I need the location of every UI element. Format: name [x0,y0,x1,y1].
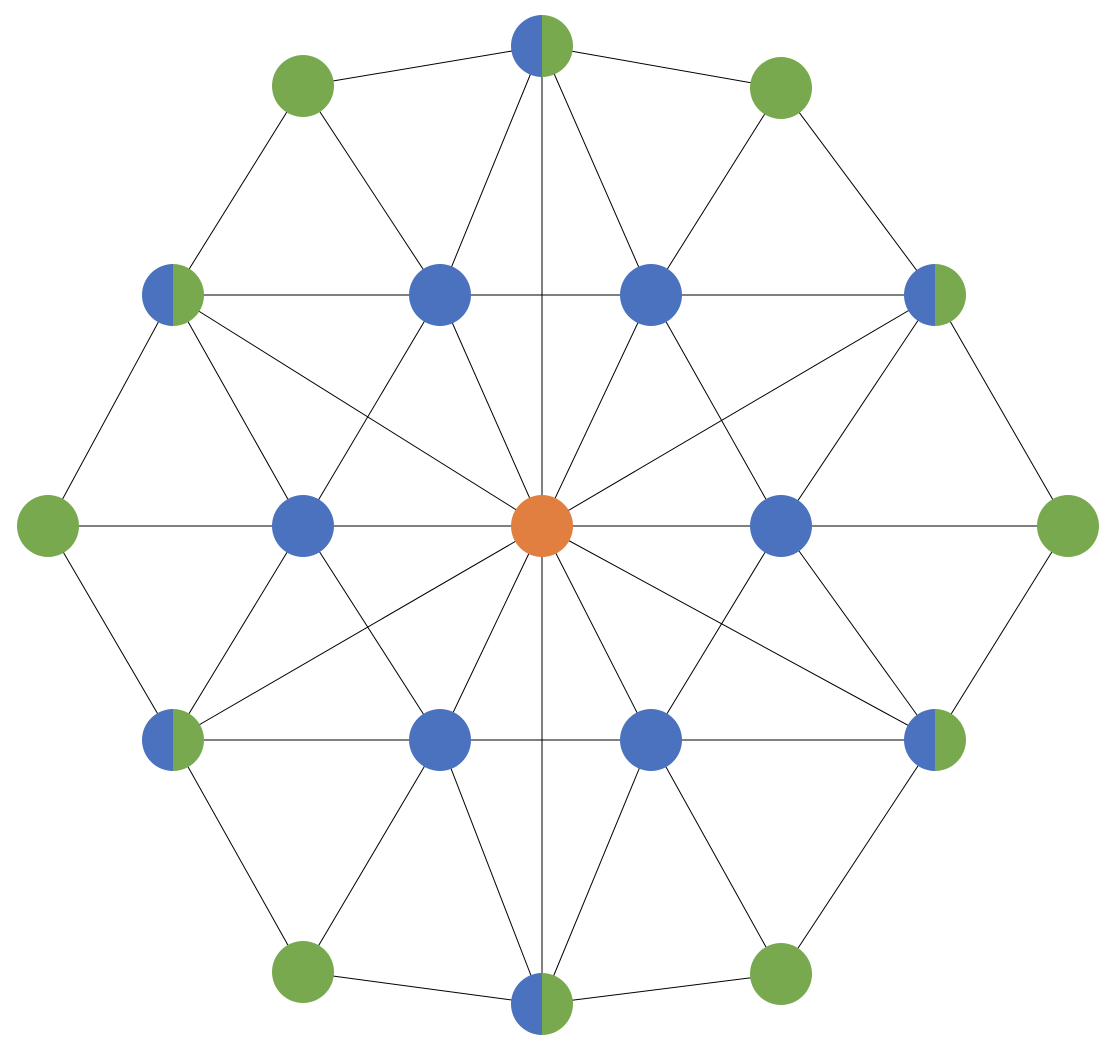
node-center-circle [511,495,573,557]
edge-outer-bottom-right-to-inner-lower-right [650,739,782,975]
node-lower-left-green-half [173,709,204,771]
node-inner-lower-right [620,709,682,771]
edge-outer-left-to-lower-left [47,525,174,741]
node-inner-upper-left-circle [409,264,471,326]
node-top-green-half [542,15,573,77]
node-outer-right-circle [1037,495,1099,557]
edge-lower-right-to-center [541,525,936,741]
node-outer-top-left-circle [272,55,334,117]
edge-outer-bottom-left-to-lower-left [172,739,304,973]
node-outer-bottom-right-circle [750,943,812,1005]
edge-lower-left-to-center [172,525,543,741]
edge-inner-right-to-lower-right [780,525,936,741]
edge-outer-top-right-to-top [541,45,782,89]
edge-inner-right-to-inner-lower-right [650,525,782,741]
node-lower-right [904,709,966,771]
node-inner-lower-left-circle [409,709,471,771]
edge-inner-right-to-upper-right [780,294,936,527]
edge-top-to-inner-upper-right [541,45,652,296]
node-inner-left [272,495,334,557]
node-inner-left-circle [272,495,334,557]
edge-bottom-to-inner-lower-left [439,739,543,1005]
edge-outer-left-to-upper-left [47,294,174,527]
node-inner-upper-right [620,264,682,326]
edge-outer-top-right-to-upper-right [780,87,936,296]
node-upper-right-blue-half [904,264,935,326]
node-top [511,15,573,77]
node-layer [17,15,1099,1035]
node-inner-lower-right-circle [620,709,682,771]
node-bottom-blue-half [511,973,542,1035]
node-inner-right-circle [750,495,812,557]
edge-inner-left-to-upper-left [172,294,304,527]
node-outer-top-right-circle [750,57,812,119]
edge-inner-upper-right-to-center [541,294,652,527]
node-upper-right-green-half [935,264,966,326]
node-center [511,495,573,557]
edge-outer-top-left-to-upper-left [172,85,304,296]
edge-outer-bottom-left-to-bottom [302,971,543,1005]
node-upper-left-green-half [173,264,204,326]
node-upper-left-blue-half [142,264,173,326]
node-lower-left [142,709,204,771]
node-upper-left [142,264,204,326]
edge-outer-top-left-to-inner-upper-left [302,85,441,296]
edge-outer-bottom-right-to-lower-right [780,739,936,975]
edge-outer-bottom-left-to-inner-lower-left [302,739,441,973]
edge-upper-right-to-center [541,294,936,527]
node-outer-right [1037,495,1099,557]
edge-outer-top-left-to-top [302,45,543,87]
node-inner-upper-right-circle [620,264,682,326]
edge-outer-bottom-right-to-bottom [541,973,782,1005]
node-inner-lower-left [409,709,471,771]
node-inner-upper-left [409,264,471,326]
node-outer-bottom-left [272,941,334,1003]
node-lower-left-blue-half [142,709,173,771]
node-upper-right [904,264,966,326]
edge-upper-left-to-center [172,294,543,527]
node-bottom-green-half [542,973,573,1035]
node-outer-left [17,495,79,557]
edge-outer-right-to-upper-right [934,294,1069,527]
node-outer-top-right [750,57,812,119]
edge-bottom-to-inner-lower-right [541,739,652,1005]
node-bottom [511,973,573,1035]
edge-outer-top-right-to-inner-upper-right [650,87,782,296]
edge-outer-right-to-lower-right [934,525,1069,741]
edge-inner-left-to-inner-upper-left [302,294,441,527]
node-outer-left-circle [17,495,79,557]
edge-inner-lower-right-to-center [541,525,652,741]
node-inner-right [750,495,812,557]
edge-layer [47,45,1069,1005]
edge-inner-left-to-lower-left [172,525,304,741]
edge-inner-lower-left-to-center [439,525,543,741]
node-outer-bottom-right [750,943,812,1005]
node-lower-right-green-half [935,709,966,771]
edge-inner-left-to-inner-lower-left [302,525,441,741]
node-top-blue-half [511,15,542,77]
edge-inner-upper-left-to-center [439,294,543,527]
edge-top-to-inner-upper-left [439,45,543,296]
node-lower-right-blue-half [904,709,935,771]
node-outer-top-left [272,55,334,117]
node-outer-bottom-left-circle [272,941,334,1003]
edge-inner-right-to-inner-upper-right [650,294,782,527]
